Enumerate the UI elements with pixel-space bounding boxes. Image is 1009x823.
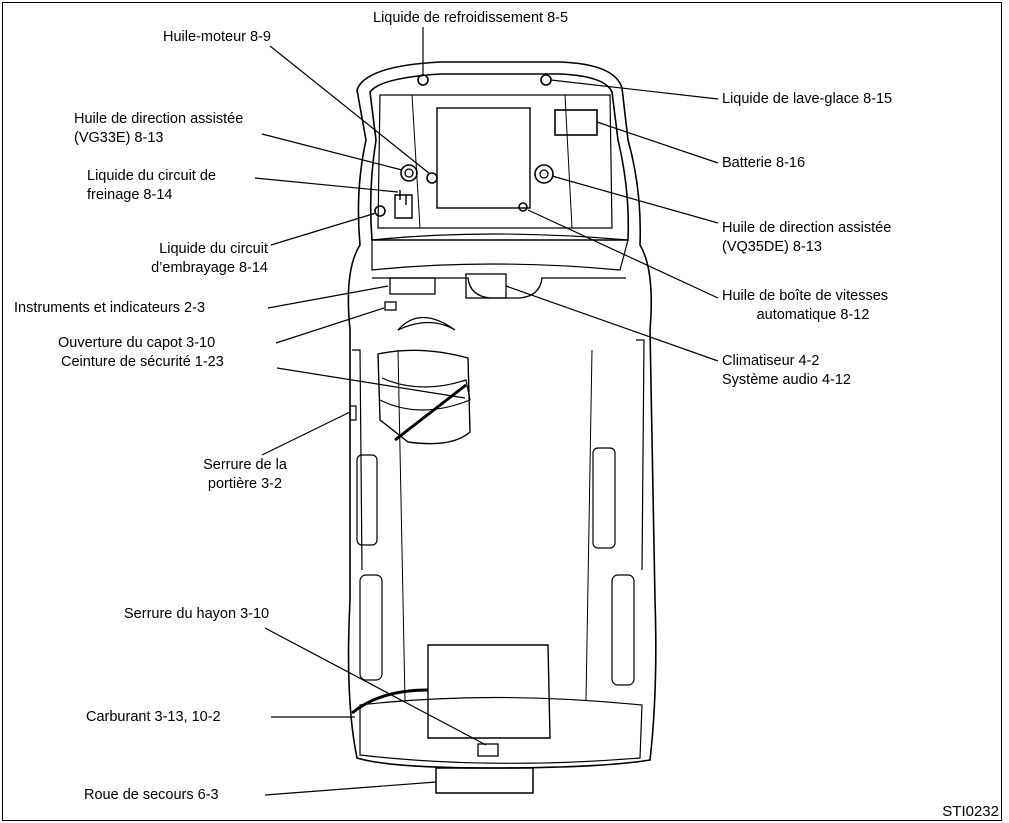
label-brake-line1: Liquide du circuit de (87, 168, 216, 184)
label-ps-vg33e-line2: (VG33E) 8-13 (74, 130, 164, 146)
label-coolant: Liquide de refroidissement 8-5 (373, 10, 569, 26)
label-audio: Système audio 4-12 (722, 372, 851, 388)
label-hood: Ouverture du capot 3-10 (58, 335, 216, 351)
brake-reservoir (394, 190, 413, 219)
label-clutch-line2: d’embrayage 8-14 (151, 260, 268, 276)
hood-release (384, 301, 397, 311)
clutch-reservoir (374, 205, 386, 217)
cabin-line-left (397, 349, 406, 701)
dashboard (372, 277, 626, 299)
label-ps-vq35de-line2: (VQ35DE) 8-13 (722, 239, 822, 255)
label-door-lock-line1: Serrure de la (203, 457, 287, 473)
label-clutch-line1: Liquide du circuit (159, 241, 268, 257)
label-seatbelt: Ceinture de sécurité 1-23 (61, 354, 224, 370)
right-door-rail (636, 339, 645, 571)
label-atf-line1: Huile de boîte de vitesses (722, 288, 889, 304)
washer-cap (540, 74, 552, 86)
label-door-lock-line2: portière 3-2 (207, 476, 283, 492)
label-engine-oil: Huile-moteur 8-9 (163, 29, 271, 45)
seat-belt (379, 377, 471, 411)
label-spare: Roue de secours 6-3 (84, 787, 219, 803)
cargo-area (427, 644, 551, 739)
label-ps-vg33e-line1: Huile de direction assistée (74, 111, 244, 127)
spare-tire (435, 767, 534, 794)
left-door-rail (352, 349, 363, 571)
seat-belt-strap (394, 383, 467, 442)
left-quarter-window (359, 574, 383, 681)
left-door-lock (349, 405, 357, 421)
engine-oil-cap (426, 172, 438, 184)
rear-gate (359, 696, 643, 764)
right-quarter-window (611, 574, 635, 686)
label-atf-line2: automatique 8-12 (756, 307, 870, 323)
driver-seat (377, 349, 471, 445)
label-washer: Liquide de lave-glace 8-15 (722, 91, 893, 107)
battery (554, 109, 598, 136)
fuel-filler (351, 688, 429, 715)
engine-compartment (377, 94, 613, 229)
right-rear-window (592, 447, 616, 549)
hatch-lock (477, 743, 499, 757)
label-battery: Batterie 8-16 (722, 155, 806, 171)
instrument-cluster (389, 277, 436, 295)
label-brake-line2: freinage 8-14 (87, 187, 173, 203)
engine-detail-2 (564, 94, 573, 229)
ps-reservoir-vq35de-inner (539, 169, 549, 179)
left-rear-window (356, 454, 378, 546)
ac-audio-unit (465, 273, 507, 299)
label-hatch-lock: Serrure du hayon 3-10 (124, 606, 270, 622)
ps-reservoir-vg33e (400, 164, 418, 182)
steering-wheel (397, 317, 456, 331)
ps-reservoir-vg33e-inner (404, 168, 414, 178)
label-ps-vq35de-line1: Huile de direction assistée (722, 220, 892, 236)
leader-lines (254, 27, 719, 796)
car-body-outline (347, 61, 657, 769)
label-ac: Climatiseur 4-2 (722, 353, 820, 369)
label-fuel: Carburant 3-13, 10-2 (86, 709, 221, 725)
figure-id: STI0232 (942, 803, 999, 820)
atf-dipstick (518, 202, 528, 212)
ps-reservoir-vq35de (534, 164, 554, 184)
engine-block (436, 107, 531, 209)
label-instruments: Instruments et indicateurs 2-3 (14, 300, 206, 316)
coolant-cap (417, 74, 429, 86)
engine-detail (411, 94, 421, 229)
cabin-line-right (585, 349, 593, 701)
